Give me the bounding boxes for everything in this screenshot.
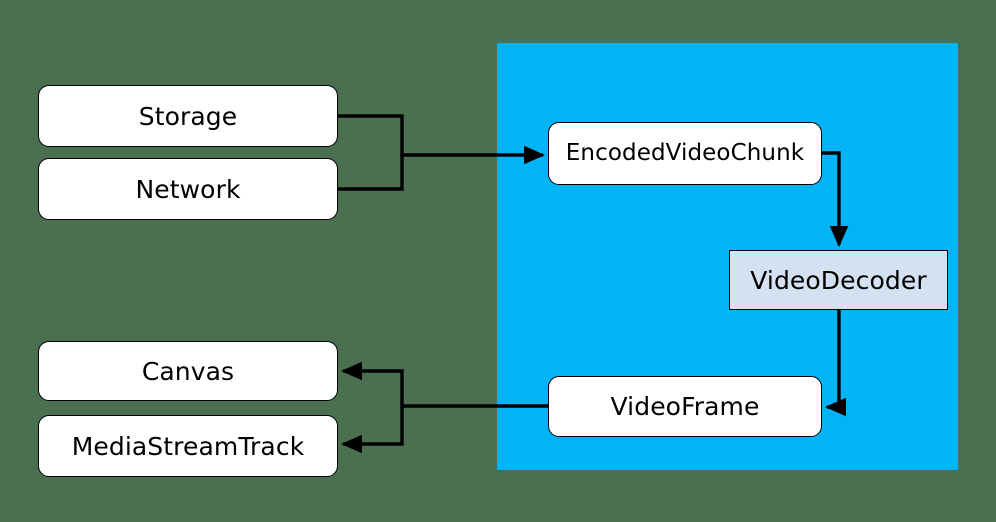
node-canvas-label: Canvas <box>141 356 235 386</box>
node-video-frame[interactable]: VideoFrame <box>548 376 822 437</box>
node-media-stream-track[interactable]: MediaStreamTrack <box>38 415 338 477</box>
node-storage[interactable]: Storage <box>38 85 338 147</box>
node-network[interactable]: Network <box>38 158 338 220</box>
node-media-stream-track-label: MediaStreamTrack <box>71 431 305 461</box>
node-video-decoder-label: VideoDecoder <box>750 265 927 295</box>
edge-video-frame-to-media-stream-track <box>340 406 404 454</box>
edge-network-to-encoded-video-chunk <box>338 155 404 191</box>
node-video-frame-label: VideoFrame <box>610 392 760 421</box>
node-canvas[interactable]: Canvas <box>38 341 338 401</box>
node-video-decoder[interactable]: VideoDecoder <box>729 250 948 310</box>
node-network-label: Network <box>135 174 241 204</box>
node-encoded-video-chunk-label: EncodedVideoChunk <box>565 140 805 166</box>
node-encoded-video-chunk[interactable]: EncodedVideoChunk <box>548 122 822 185</box>
node-storage-label: Storage <box>138 101 238 131</box>
